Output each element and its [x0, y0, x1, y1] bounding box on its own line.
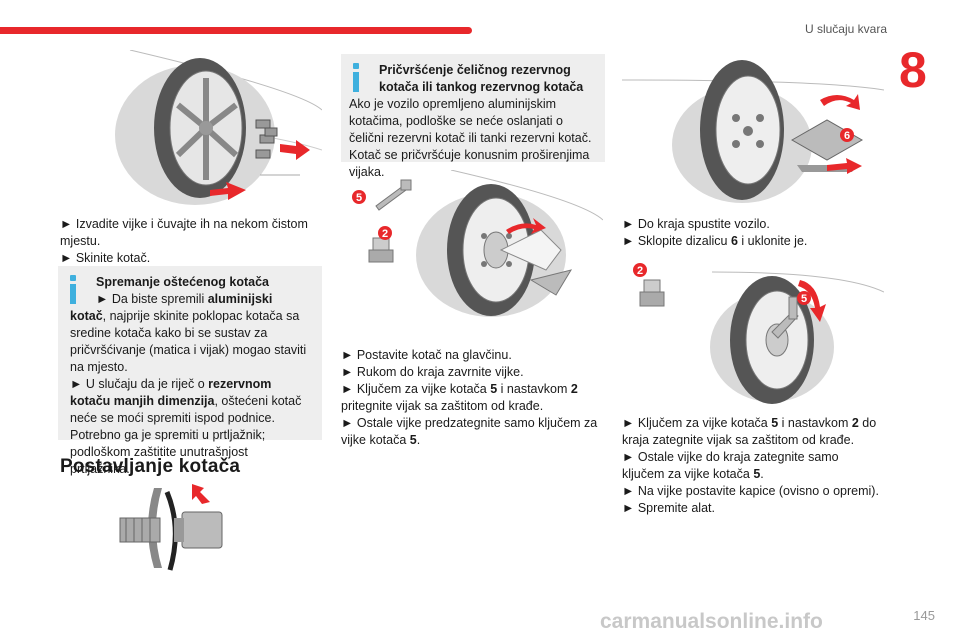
chapter-number: 8: [899, 42, 927, 98]
info-box-damaged-wheel: Spremanje oštećenog kotača ► Da biste sp…: [58, 266, 322, 476]
callout-5: [352, 190, 366, 204]
bolt-washer-illustration: [119, 484, 223, 571]
watermark: carmanualsonline.info: [600, 610, 823, 633]
section-heading-wheel-fitting: Postavljanje kotača: [60, 456, 241, 477]
col3-step-store-tools: ► Spremite alat.: [622, 501, 715, 515]
info-text: ► Da biste spremili: [96, 292, 208, 306]
col2-step-hand-tighten: ► Rukom do kraja zavrnite vijke.: [341, 365, 524, 379]
ref-number: 2: [570, 382, 578, 396]
callout-5-label: 5: [801, 293, 807, 305]
col3-step-caps: ► Na vijke postavite kapice (ovisno o op…: [622, 484, 879, 498]
ref-number: 5: [771, 416, 779, 430]
info-box-steel-spare: Pričvršćenje čeličnog rezervnog kotača i…: [341, 54, 605, 179]
callout-2: [633, 263, 647, 277]
text: ► Sklopite dizalicu: [622, 234, 731, 248]
col2-step-fit-wheel: ► Postavite kotač na glavčinu.: [341, 348, 512, 362]
col3-step-lower-vehicle: ► Do kraja spustite vozilo.: [622, 217, 770, 231]
col2-step-pretighten: ► Ostale vijke predzategnite samo ključe…: [341, 415, 603, 449]
ref-number: 6: [730, 234, 738, 248]
callout-5-label: 5: [356, 192, 362, 204]
info-bold: aluminijski kotač: [70, 292, 273, 323]
text: .: [760, 467, 764, 481]
info-box-title: Pričvršćenje čeličnog rezervnog kotača i…: [379, 63, 584, 94]
page-number: 145: [913, 608, 935, 623]
text: .: [416, 433, 421, 447]
info-box-body-2: ► U slučaju da je riječ o rezervnom kota…: [70, 376, 310, 478]
col3-step-final-antitheft: ► Ključem za vijke kotača 5 i nastavkom …: [622, 415, 884, 449]
callout-5: [797, 291, 811, 305]
info-text: , najprije skinite poklopac kotača sa sr…: [70, 309, 307, 374]
text: ► Ključem za vijke kotača: [341, 382, 491, 396]
ref-number: 5: [753, 467, 761, 481]
info-box-title: Spremanje oštećenog kotača: [96, 275, 269, 289]
info-text: , oštećeni kotač neće se moći spremiti i…: [70, 394, 302, 476]
col3-step-fold-jack: ► Sklopite dizalicu 6 i uklonite je.: [622, 233, 884, 250]
callout-2-label: 2: [382, 228, 388, 240]
info-text: ► U slučaju da je riječ o: [70, 377, 209, 391]
wheel-fitting-illustration: 5 2: [352, 170, 603, 317]
callout-6: [840, 128, 854, 142]
text: ► Ostale vijke do kraja zategnite samo k…: [622, 450, 839, 481]
info-box-body: ► Da biste spremili aluminijski kotač, n…: [70, 291, 310, 376]
text: i nastavkom: [778, 416, 852, 430]
ref-number: 5: [409, 433, 417, 447]
callout-6-label: 6: [844, 130, 850, 142]
callout-2-label: 2: [637, 265, 643, 277]
info-icon: [68, 275, 78, 305]
text: ► Ostale vijke predzategnite samo ključe…: [341, 416, 598, 447]
text: do kraja zategnite vijak sa zaštitom od …: [622, 416, 877, 447]
text: i nastavkom: [497, 382, 571, 396]
jack-lowering-illustration: 6: [622, 60, 884, 203]
text: ► Ključem za vijke kotača: [622, 416, 772, 430]
ref-number: 2: [851, 416, 859, 430]
col3-step-final-tighten: ► Ostale vijke do kraja zategnite samo k…: [622, 449, 884, 483]
final-tightening-illustration: 5 2: [633, 263, 884, 404]
text: pritegnite vijak sa zaštitom od krađe.: [341, 399, 544, 413]
callout-2: [378, 226, 392, 240]
info-bold: rezervnom kotaču manjih dimenzija: [70, 377, 272, 408]
text: i uklonite je.: [737, 234, 808, 248]
col1-step-remove-wheel: ► Skinite kotač.: [60, 251, 151, 265]
info-icon: [351, 63, 361, 93]
info-box-body: Ako je vozilo opremljeno aluminijskim ko…: [349, 97, 592, 179]
section-title: U slučaju kvara: [804, 22, 887, 36]
col2-step-antitheft: ► Ključem za vijke kotača 5 i nastavkom …: [341, 381, 603, 415]
header-accent-bar: [0, 27, 472, 34]
wheel-removal-illustration: [115, 50, 322, 205]
col1-step-remove-bolts: ► Izvadite vijke i čuvajte ih na nekom č…: [60, 217, 308, 248]
ref-number: 5: [490, 382, 498, 396]
